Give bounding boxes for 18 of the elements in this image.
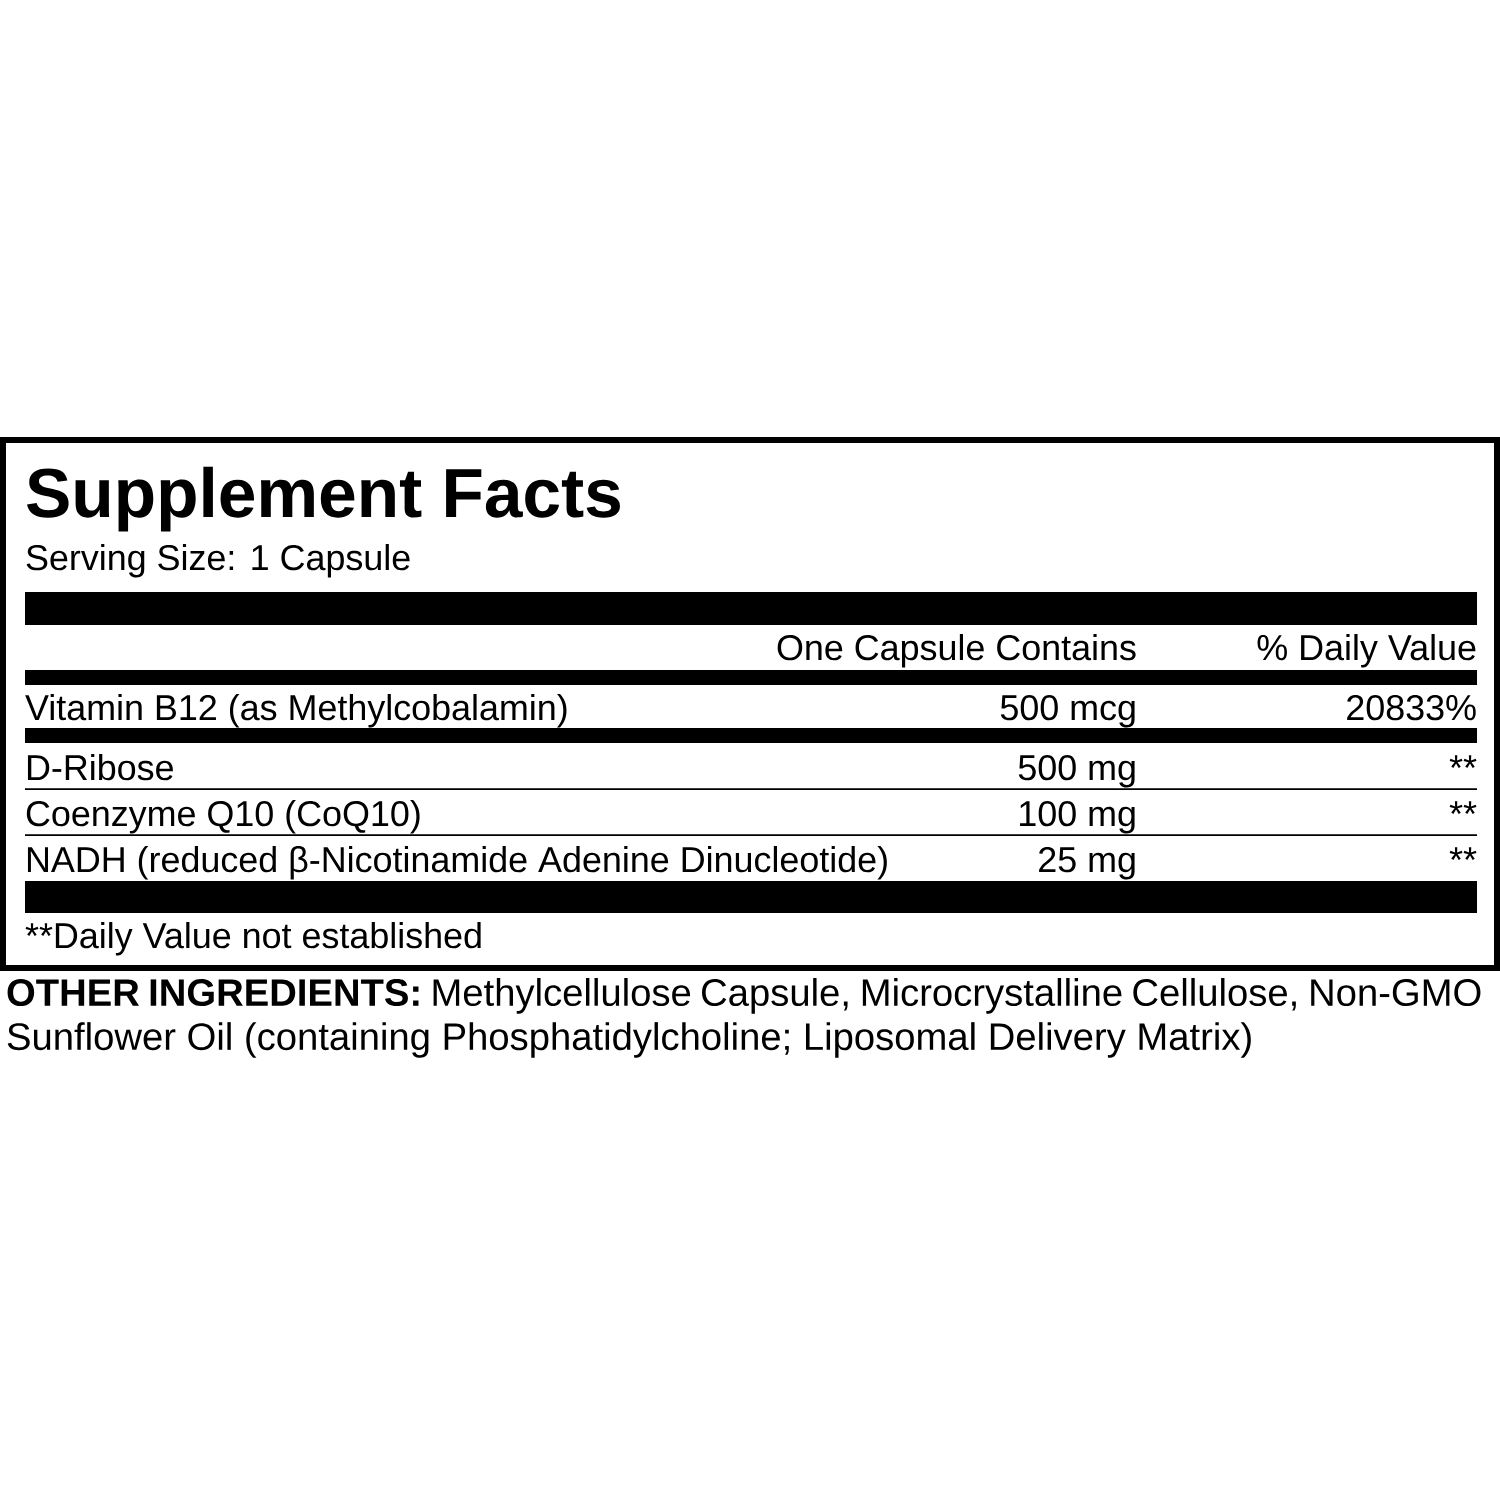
daily-value: ** xyxy=(1449,801,1477,814)
column-header: % Daily Value xyxy=(1257,634,1476,668)
amount: 100 mg xyxy=(1020,800,1135,834)
ingredients-paragraph: OTHER INGREDIENTS: Methylcellulose Capsule, Microcrystalline Cellulose, Non-GMO Sunflower Oil (containing Phosphatidylcholine; Liposomal Delivery Matrix) xyxy=(7,978,1481,1058)
nutrient-name: NADH (reduced β-Nicotinamide Adenine Dinucleotide) xyxy=(27,846,887,880)
daily-value: ** xyxy=(1449,847,1477,860)
column-header: One Capsule Contains xyxy=(777,634,1136,668)
amount: 500 mg xyxy=(1018,754,1135,788)
nutrient-name: Vitamin B12 (as Methylcobalamin) xyxy=(25,694,567,728)
daily-value: ** xyxy=(1449,755,1477,768)
nutrient-name: D-Ribose xyxy=(27,754,173,781)
amount: 25 mg xyxy=(1039,846,1135,880)
panel-title: Supplement Facts xyxy=(27,466,620,532)
amount: 500 mcg xyxy=(1000,694,1135,728)
footnote: **Daily Value not established xyxy=(25,922,481,956)
nutrient-name: Coenzyme Q10 (CoQ10) xyxy=(26,800,420,834)
daily-value: 20833% xyxy=(1347,694,1476,721)
serving-size: Serving Size: 1 Capsule xyxy=(26,544,410,578)
